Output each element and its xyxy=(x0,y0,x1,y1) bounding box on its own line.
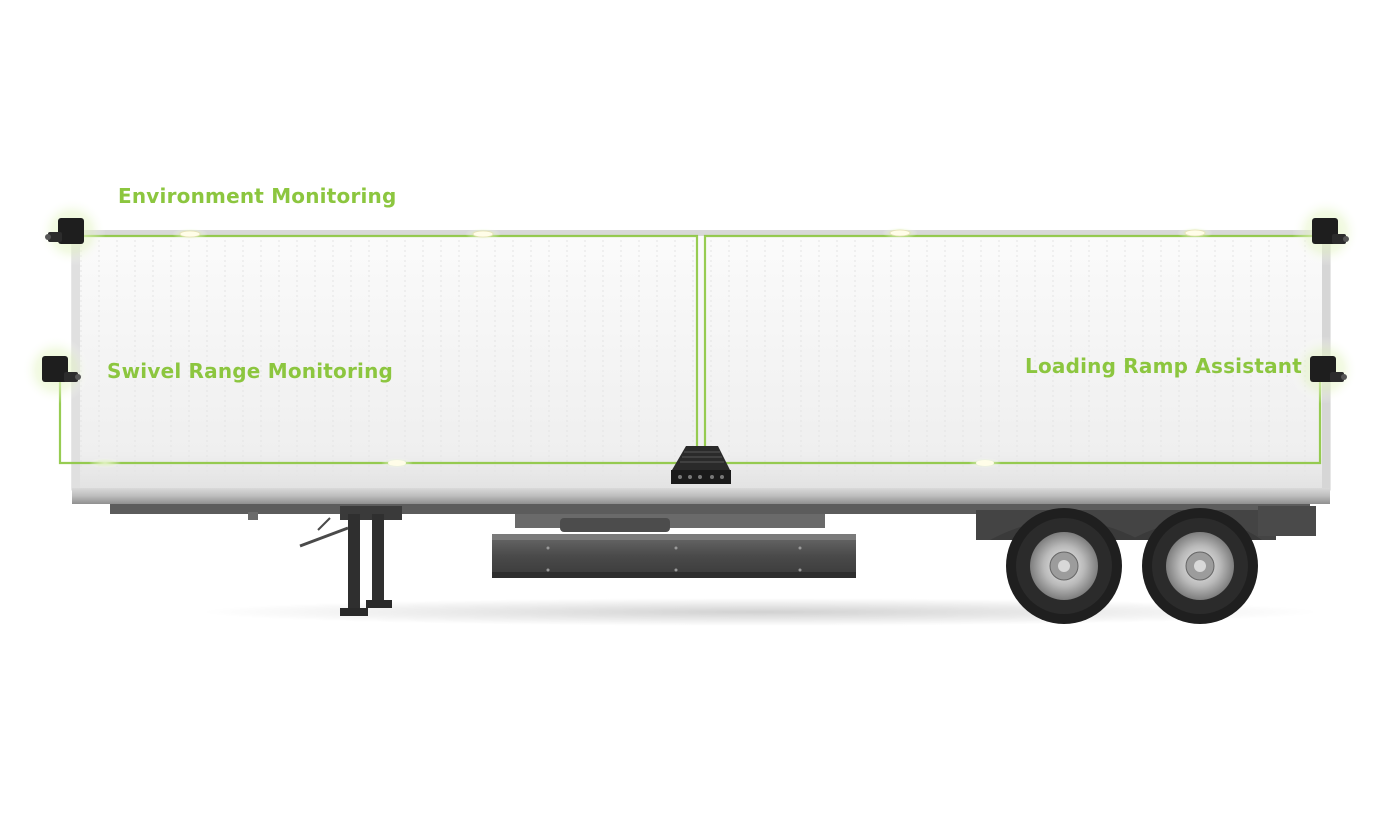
control-unit-icon xyxy=(671,446,731,484)
label-environment-monitoring: Environment Monitoring xyxy=(118,184,397,208)
label-loading-ramp-assistant: Loading Ramp Assistant xyxy=(1025,354,1302,378)
label-swivel-range-monitoring: Swivel Range Monitoring xyxy=(107,359,394,383)
trailer-top-rail xyxy=(72,230,1330,236)
landing-gear xyxy=(248,506,402,616)
camera-icon xyxy=(38,198,106,266)
underbody-box xyxy=(492,514,856,578)
marker-lights xyxy=(89,227,1213,468)
camera-icon xyxy=(1292,198,1360,266)
wheel-icon xyxy=(1006,508,1122,624)
trailer-ribs xyxy=(80,240,1320,476)
camera-icon xyxy=(1290,336,1358,404)
trailer-bottom-rail xyxy=(72,488,1330,504)
wheel-icon xyxy=(1142,508,1258,624)
camera-icon xyxy=(22,336,90,404)
trailer-underframe xyxy=(110,504,1310,514)
